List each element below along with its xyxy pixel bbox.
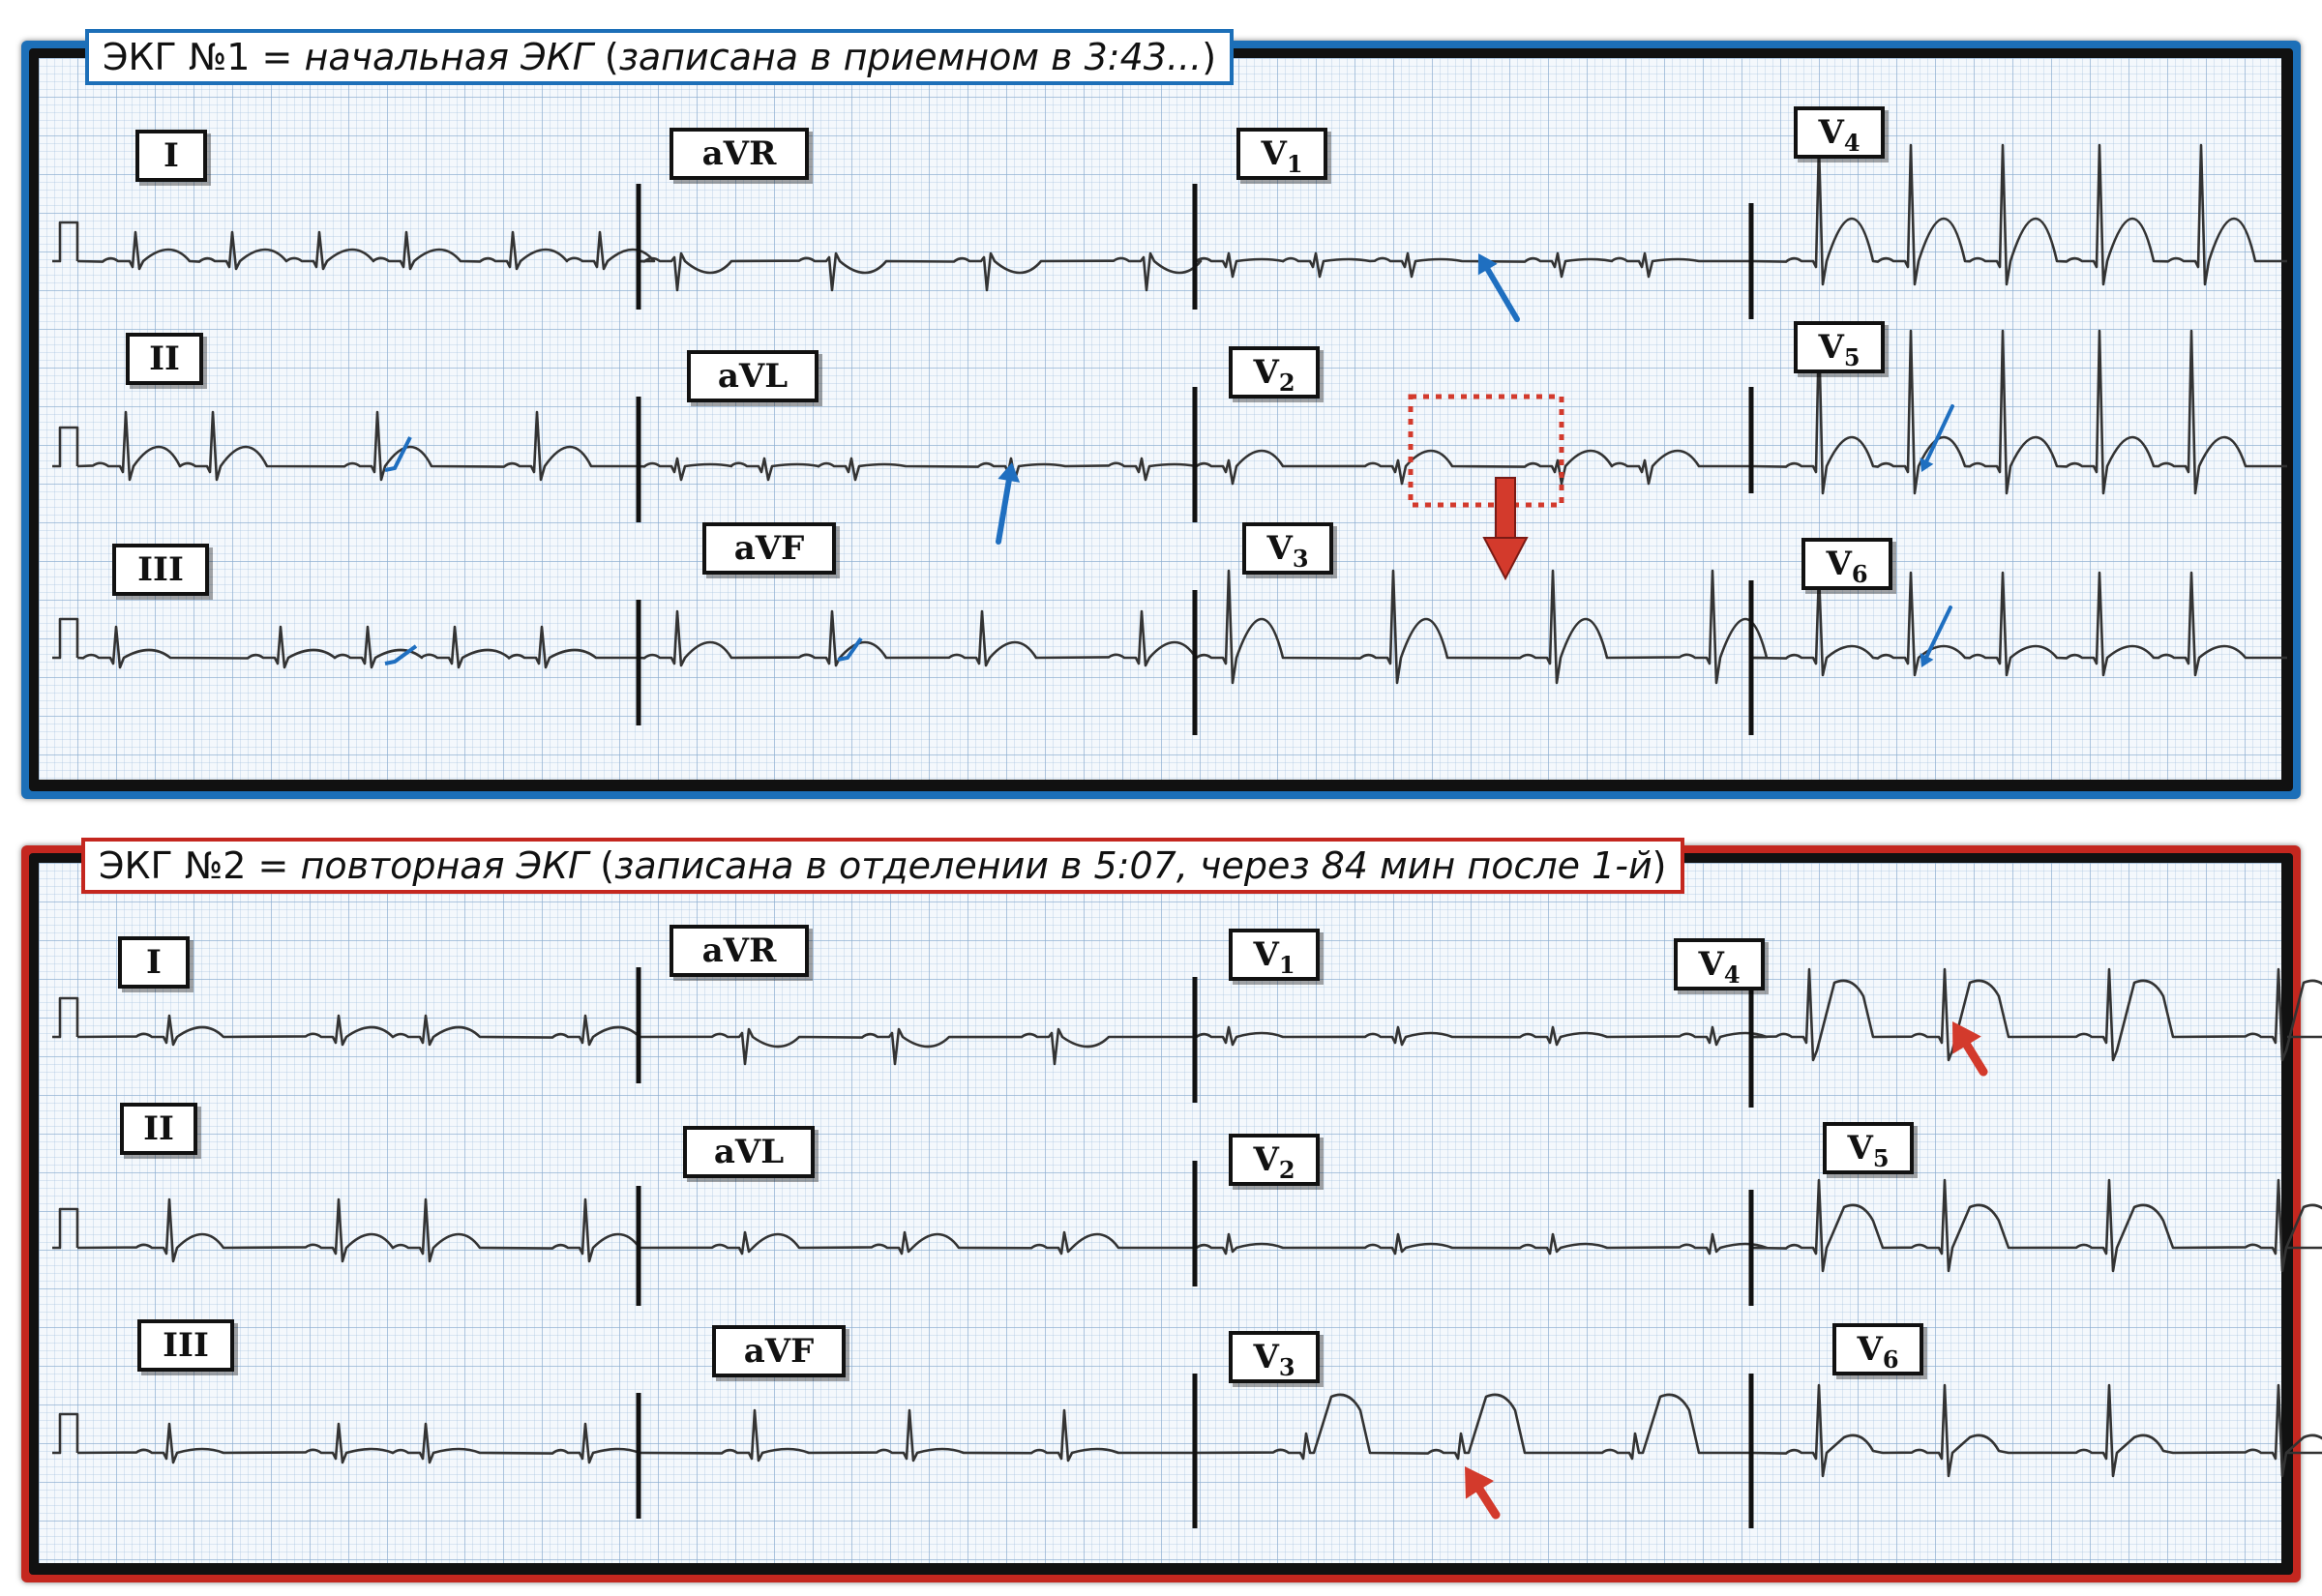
ecg1-lead-I-label: I xyxy=(135,130,207,182)
ecg1-lead-aVR-label: aVR xyxy=(670,128,809,180)
ecg1-lead-V2-label: V2 xyxy=(1229,346,1320,399)
ecg1-lead-II-label: II xyxy=(126,333,203,385)
ecg1-lead-V5-label: V5 xyxy=(1794,321,1885,373)
ecg2-lead-II-label: II xyxy=(120,1103,197,1155)
ecg1-lead-aVF-label: aVF xyxy=(702,522,836,575)
ecg2-lead-V6-label: V6 xyxy=(1832,1323,1923,1375)
ecg1-panel xyxy=(21,41,2301,799)
ecg1-lead-III-label: III xyxy=(112,544,209,596)
ecg2-lead-V1-label: V1 xyxy=(1229,929,1320,981)
ecg2-lead-V3-label: V3 xyxy=(1229,1331,1320,1383)
ecg1-lead-V4-label: V4 xyxy=(1794,106,1885,159)
ecg2-lead-aVR-label: aVR xyxy=(670,925,809,977)
ecg1-lead-V1-label: V1 xyxy=(1236,128,1327,180)
ecg2-lead-V2-label: V2 xyxy=(1229,1134,1320,1186)
ecg2-grid xyxy=(39,863,2281,1563)
ecg1-title: ЭКГ №1 = начальная ЭКГ (записана в прием… xyxy=(85,29,1235,85)
ecg2-lead-aVF-label: aVF xyxy=(712,1325,846,1377)
ecg2-lead-III-label: III xyxy=(137,1319,234,1372)
ecg2-lead-I-label: I xyxy=(118,936,190,989)
ecg2-lead-V4-label: V4 xyxy=(1674,938,1765,990)
ecg2-title: ЭКГ №2 = повторная ЭКГ (записана в отдел… xyxy=(81,838,1684,894)
ecg1-lead-aVL-label: aVL xyxy=(687,350,819,402)
ecg1-lead-V6-label: V6 xyxy=(1801,538,1892,590)
ecg2-panel xyxy=(21,845,2301,1582)
ecg1-lead-V3-label: V3 xyxy=(1242,522,1333,575)
ecg2-lead-V5-label: V5 xyxy=(1823,1122,1914,1174)
ecg2-lead-aVL-label: aVL xyxy=(683,1126,815,1178)
